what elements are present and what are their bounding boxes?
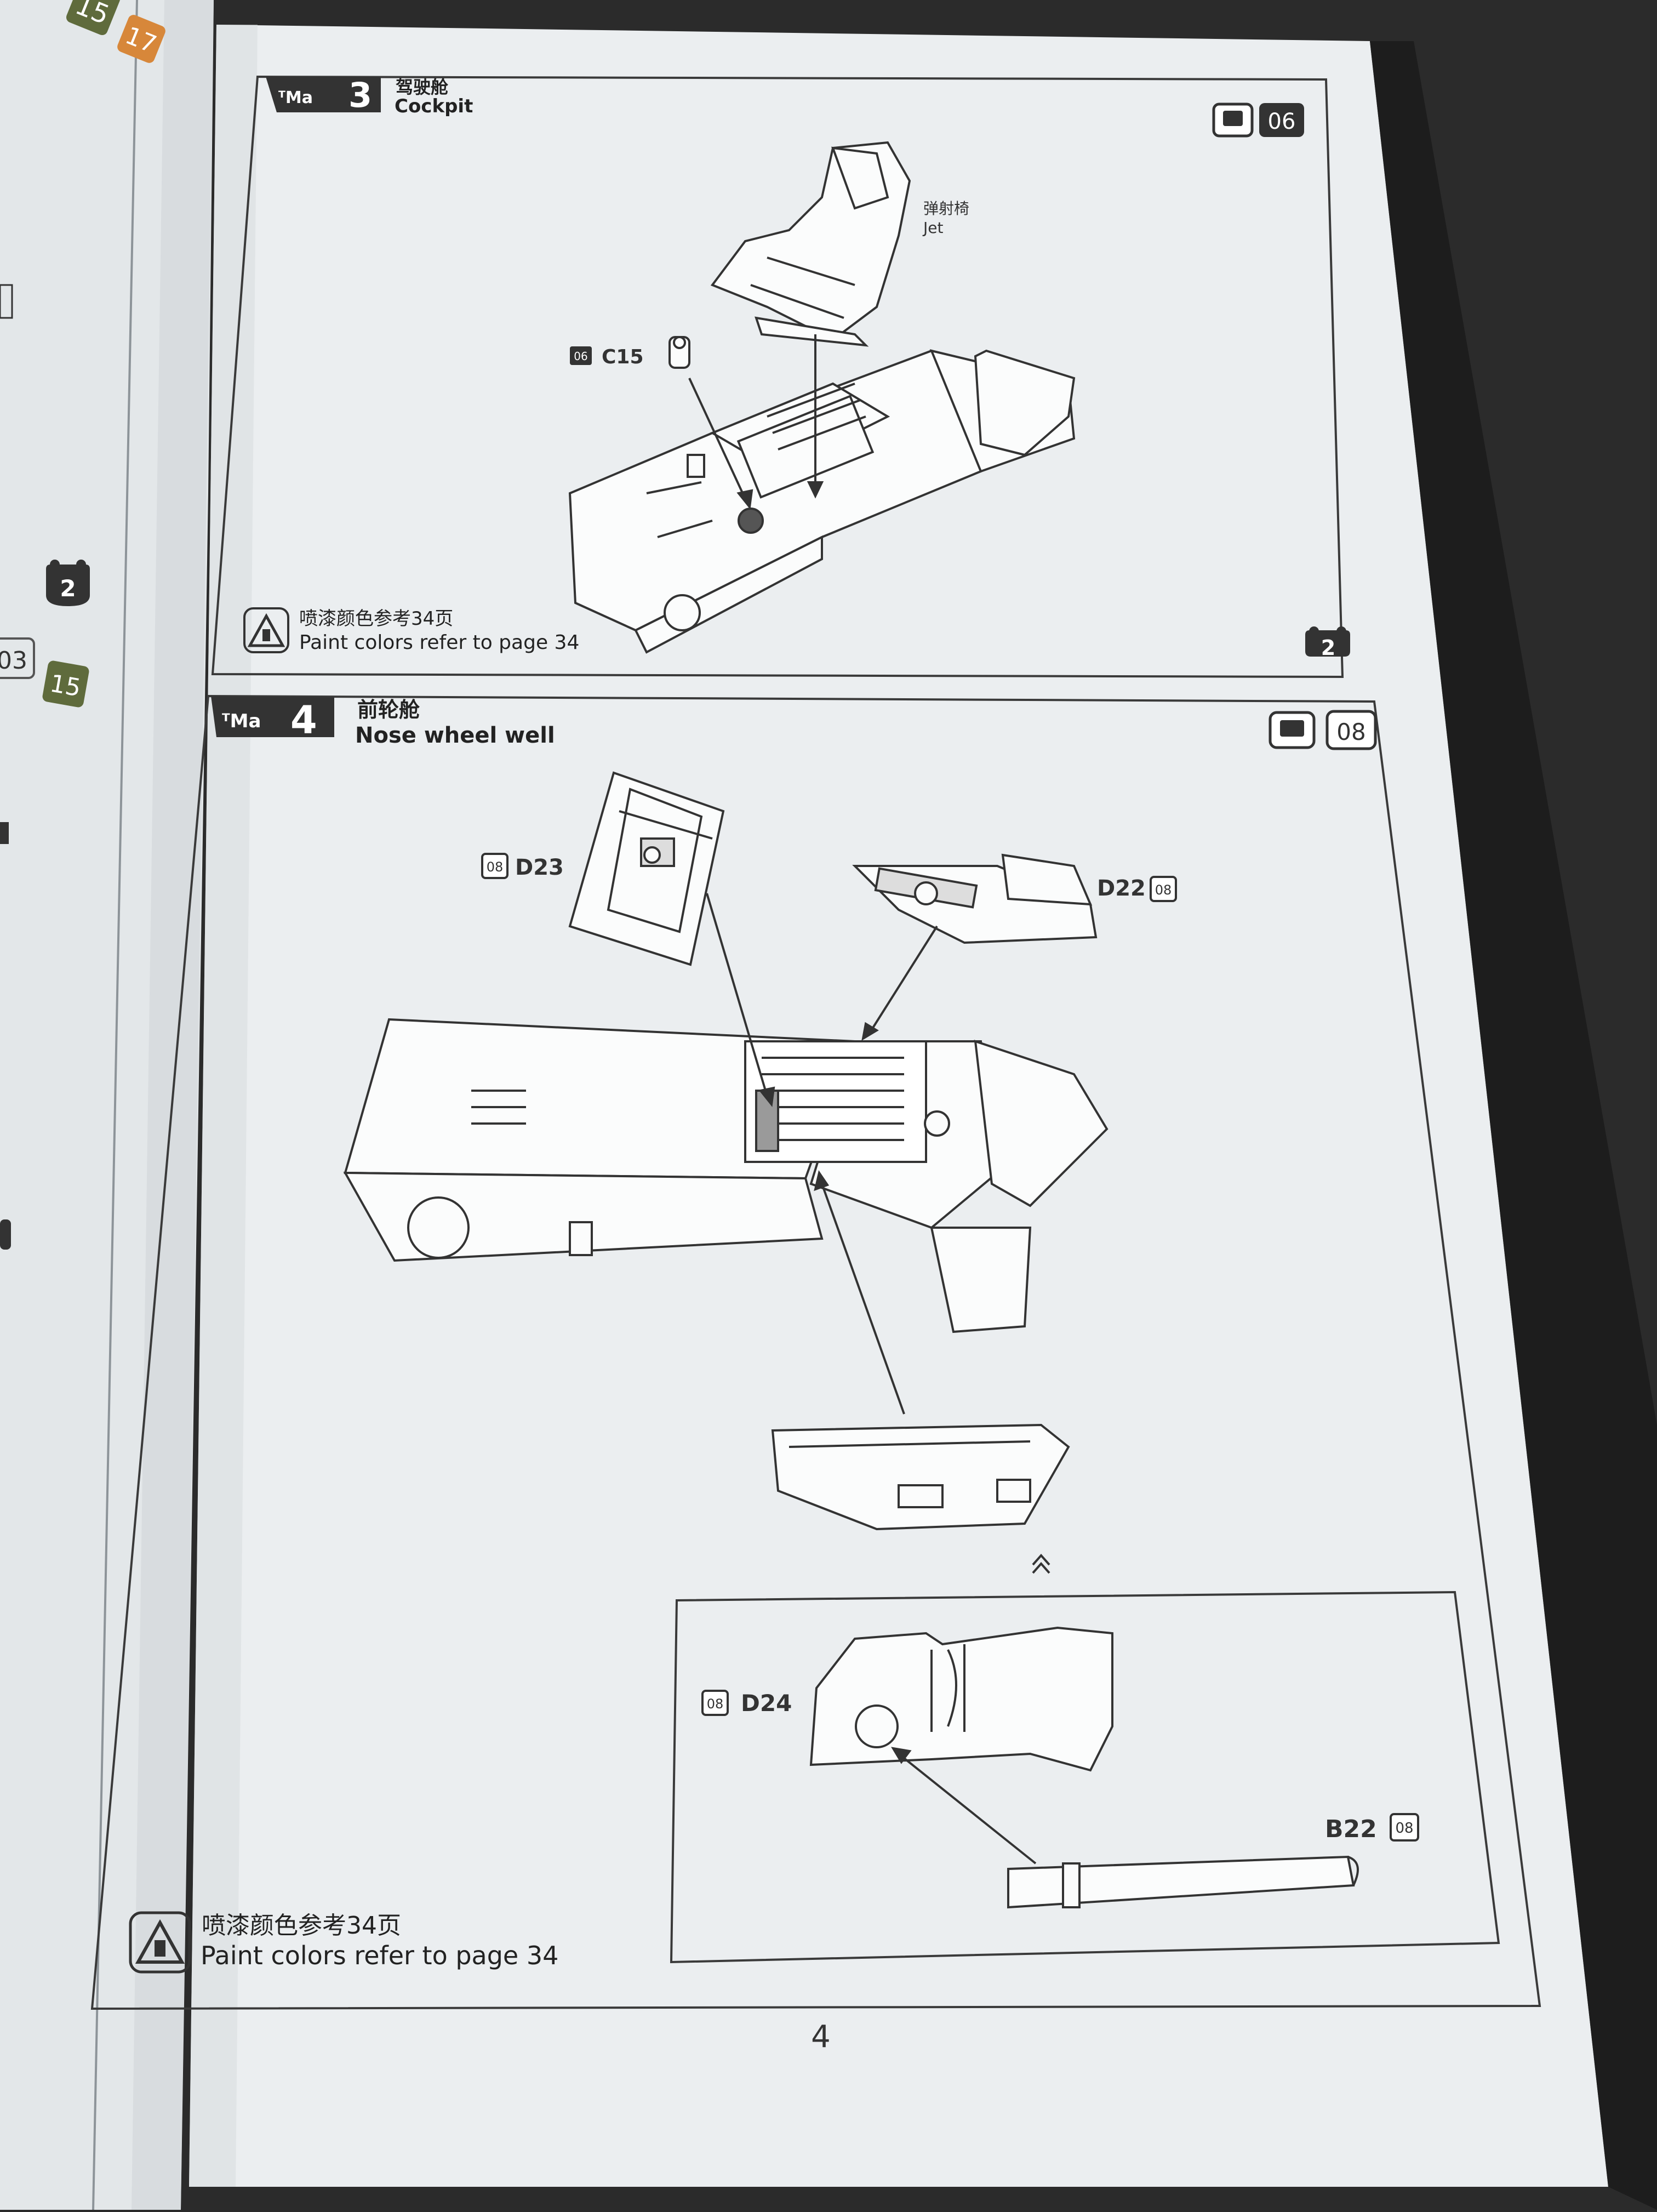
nose-wheel-well-assembly-drawing [343,1018,1109,1333]
step-3-bag-icon [1212,102,1254,138]
left-page-badge-17: 17 [117,15,165,63]
part-label-d24: 08 D24 [701,1690,792,1717]
svg-text:15: 15 [48,669,83,702]
svg-text:08: 08 [1336,719,1365,745]
svg-text:08: 08 [707,1696,724,1712]
step-3-panel: ᵀMa 3 驾驶舱 Cockpit 06 [211,75,1350,679]
step-3-paint-note-en: Paint colors refer to page 34 [299,631,579,654]
left-page-badge-15: 15 [66,0,121,36]
cockpit-tub-drawing [568,349,1076,654]
step-4-assembly-arrows [706,893,938,1415]
left-page-marker [0,822,9,844]
step-3-paint-warning-icon [243,607,289,653]
callout-seat-en: Jet [922,219,943,237]
step-3-title-en: Cockpit [395,95,473,117]
svg-text:08: 08 [1395,1820,1413,1837]
callout-seat-cn: 弹射椅 [923,199,969,218]
part-b22-drawing [1007,1855,1359,1909]
left-page-marker-2 [0,1219,11,1250]
part-c15-drawing [668,336,690,369]
svg-text:2: 2 [60,575,76,602]
step-4-number-tab: ᵀMa 4 [211,696,334,743]
left-page-part-icon [0,284,13,319]
step-4-sprue-badge: 08 [1325,710,1377,750]
svg-text:08: 08 [1155,882,1172,898]
step-3-assembly-arrows [688,334,824,510]
part-label-c15: 06 C15 [570,346,644,368]
page-shadow-right [1370,41,1657,2210]
svg-text:06: 06 [1268,109,1296,134]
step-4-paint-note-cn: 喷漆颜色参考34页 [202,1912,401,1940]
svg-text:ᵀMa: ᵀMa [222,710,261,732]
svg-text:2: 2 [1321,636,1335,660]
part-label-b22: B22 08 [1325,1813,1419,1843]
svg-text:D23: D23 [515,855,564,880]
part-d22-drawing [852,853,1098,944]
chevron-up-icon [1032,1553,1050,1574]
svg-text:C15: C15 [602,346,644,368]
svg-text:B22: B22 [1325,1815,1377,1843]
svg-text:4: 4 [290,698,317,743]
left-page-badge-15b: 15 [42,660,89,708]
step-3-sprue-badge: 06 [1259,103,1304,137]
svg-text:3: 3 [348,75,372,115]
d24-assembly-arrow [891,1747,1037,1865]
step-3-paint-note-cn: 喷漆颜色参考34页 [299,608,453,630]
part-d24-drawing [809,1626,1113,1772]
step-3-bag-number-badge: 2 [1305,626,1350,660]
left-page: 15 17 2 03 15 [0,0,214,2210]
part-d23-drawing [568,771,725,966]
step-3-number-tab: ᵀMa 3 [266,75,381,115]
svg-text:08: 08 [487,859,504,875]
step-4-paint-note-en: Paint colors refer to page 34 [201,1941,558,1970]
svg-text:D22: D22 [1097,876,1146,901]
svg-text:06: 06 [574,350,587,363]
part-label-d22: D22 08 [1097,876,1177,902]
step-4-panel: ᵀMa 4 前轮舱 Nose wheel well 08 08 D23 [90,694,1541,2010]
svg-text:03: 03 [0,647,27,675]
left-page-badge-03: 03 [0,637,35,679]
part-label-d23: 08 D23 [481,853,564,880]
svg-text:ᵀMa: ᵀMa [278,88,313,107]
step-4-bag-icon [1269,711,1316,749]
page-number: 4 [811,2019,831,2055]
inset-panel [670,1590,1500,1964]
left-page-bag-badge: 2 [46,560,90,606]
ejection-seat-drawing [710,141,911,347]
step-3-title-cn: 驾驶舱 [396,77,449,98]
lower-bay-part-drawing [771,1423,1070,1531]
step-4-title-cn: 前轮舱 [357,698,420,722]
step-4-paint-warning-icon [129,1911,191,1974]
step-4-title-en: Nose wheel well [355,723,555,748]
page-gutter-shade [189,25,258,2187]
svg-text:D24: D24 [741,1690,792,1717]
